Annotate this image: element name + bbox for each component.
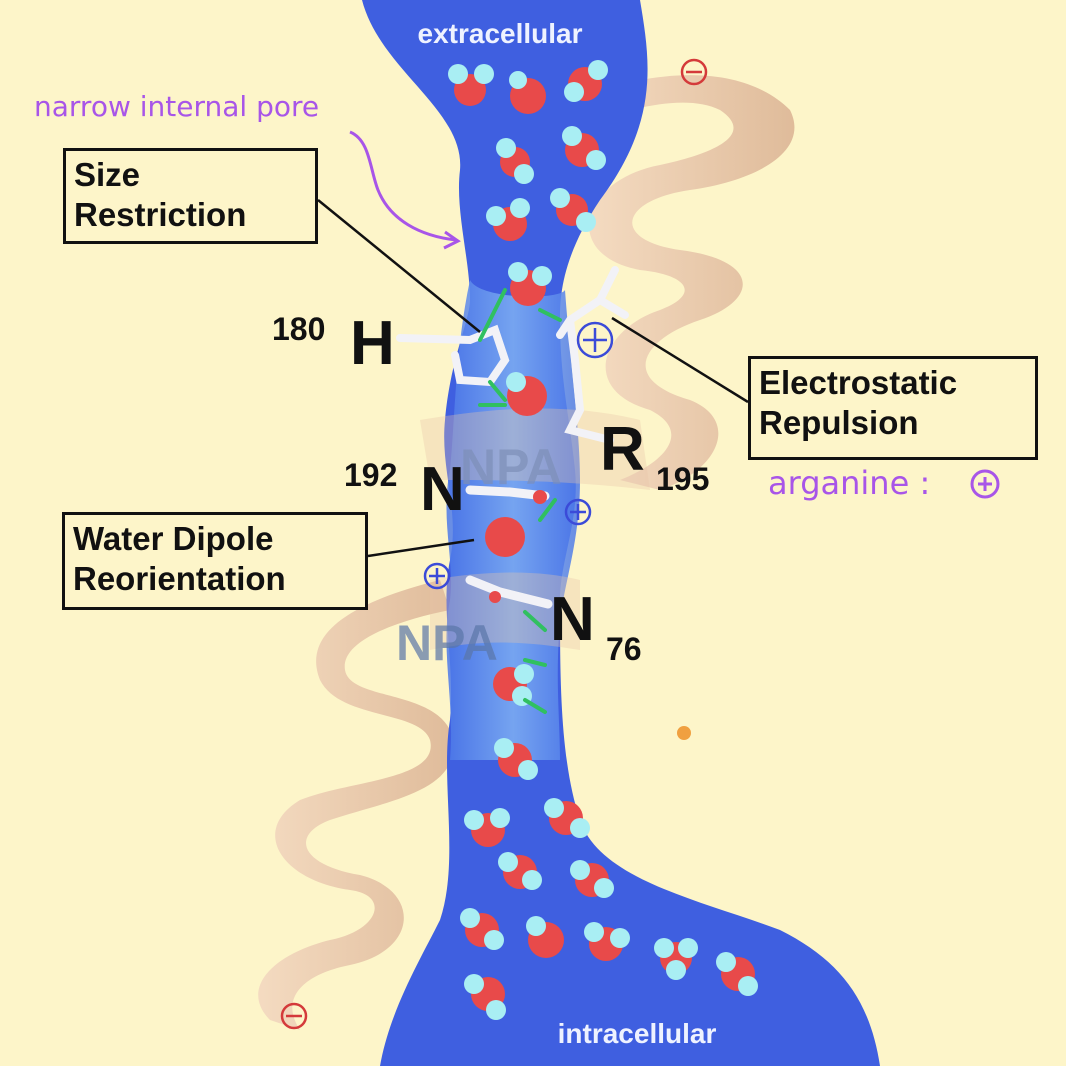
water-dipole-box: Water Dipole Reorientation bbox=[62, 512, 368, 610]
helix-right bbox=[589, 75, 795, 490]
size-restriction-box: Size Restriction bbox=[63, 148, 318, 244]
helix-left bbox=[258, 580, 454, 1030]
water-molecule bbox=[550, 188, 596, 232]
water-molecule bbox=[562, 126, 606, 170]
extracellular-label: extracellular bbox=[418, 18, 583, 49]
residue-n192-number: 192 bbox=[344, 457, 397, 493]
water-dipole-line1: Water Dipole bbox=[73, 520, 274, 557]
water-molecule bbox=[485, 517, 525, 557]
residue-n192-letter: N bbox=[420, 455, 465, 524]
residue-n76-letter: N bbox=[550, 585, 595, 654]
intracellular-label: intracellular bbox=[558, 1018, 717, 1049]
water-molecule bbox=[448, 64, 494, 106]
water-molecule bbox=[544, 798, 590, 838]
water-molecule bbox=[508, 262, 552, 306]
water-molecule bbox=[584, 922, 630, 961]
helix-overlay-2 bbox=[430, 572, 580, 650]
residue-h180-letter: H bbox=[350, 309, 395, 378]
residue-h180-number: 180 bbox=[272, 311, 325, 347]
size-restriction-line2: Restriction bbox=[74, 196, 247, 233]
arginine-annotation: arganine : bbox=[768, 464, 930, 502]
residue-n76-number: 76 bbox=[606, 631, 642, 667]
npa-motif-bottom: NPA bbox=[396, 615, 498, 671]
pore-annotation: narrow internal pore bbox=[34, 90, 319, 123]
water-molecule bbox=[493, 664, 534, 706]
orange-dot bbox=[677, 726, 691, 740]
plus-charge-icon bbox=[576, 321, 614, 359]
water-molecule bbox=[486, 198, 530, 241]
pore-annotation-arrow bbox=[349, 130, 457, 242]
arrow-head-icon bbox=[443, 230, 461, 250]
plus-charge-icon bbox=[564, 498, 592, 526]
water-molecules bbox=[448, 60, 758, 1020]
water-molecule bbox=[496, 138, 534, 184]
charge-symbols bbox=[423, 321, 614, 590]
size-restriction-line1: Size bbox=[74, 156, 141, 193]
channel-body bbox=[362, 0, 880, 1066]
minus-charge-icon bbox=[680, 58, 708, 86]
water-molecule bbox=[654, 938, 698, 980]
water-molecule bbox=[460, 908, 504, 950]
water-molecule bbox=[464, 974, 506, 1020]
electrostatic-repulsion-line2: Repulsion bbox=[759, 404, 919, 441]
residue-r195-letter: R bbox=[600, 415, 645, 484]
water-molecule bbox=[570, 860, 614, 898]
water-molecule bbox=[509, 71, 546, 114]
minus-charge-icon bbox=[280, 1002, 308, 1030]
plus-charge-icon bbox=[423, 562, 451, 590]
water-molecule bbox=[464, 808, 510, 847]
minus-charge-symbols bbox=[280, 58, 708, 1030]
helix-overlay bbox=[420, 408, 650, 490]
water-molecule bbox=[494, 738, 538, 780]
water-molecule bbox=[716, 952, 758, 996]
leader-lines bbox=[317, 199, 749, 558]
water-dipole-line2: Reorientation bbox=[73, 560, 286, 597]
water-molecule bbox=[498, 852, 542, 890]
electrostatic-repulsion-box: Electrostatic Repulsion bbox=[748, 356, 1038, 460]
side-chains bbox=[396, 266, 629, 714]
plus-charge-annotation-icon bbox=[970, 469, 1000, 499]
electrostatic-repulsion-line1: Electrostatic bbox=[759, 364, 958, 401]
water-molecule bbox=[526, 916, 564, 958]
npa-motif-top: NPA bbox=[460, 439, 562, 495]
water-molecule bbox=[506, 372, 547, 416]
water-molecule bbox=[564, 60, 608, 102]
residue-r195-number: 195 bbox=[656, 461, 709, 497]
